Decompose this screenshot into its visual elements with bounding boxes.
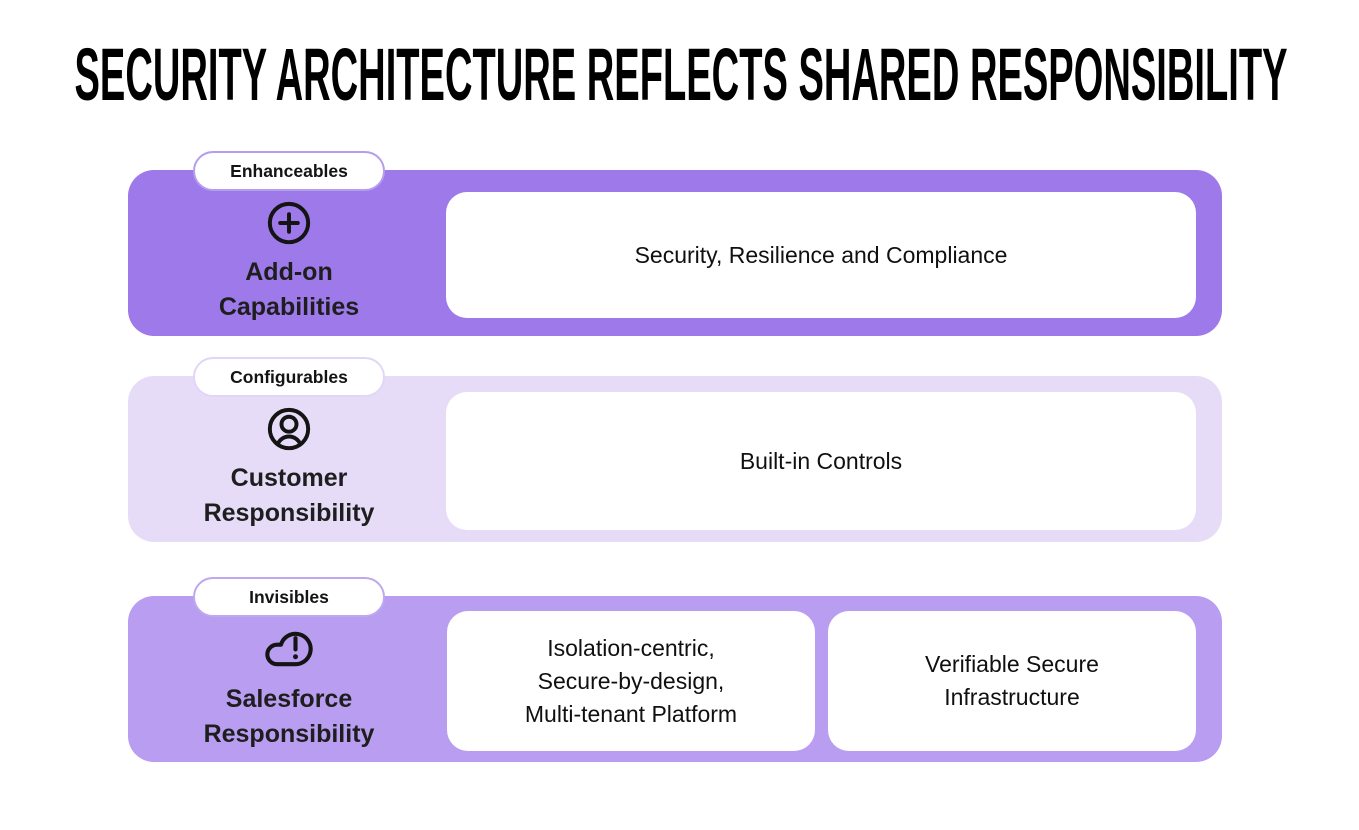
band-label-customer: Customer Responsibility — [203, 463, 375, 527]
plus-circle-icon — [267, 201, 311, 244]
user-circle-icon — [267, 407, 311, 450]
card-built-in-controls: Built-in Controls — [446, 392, 1196, 530]
cloud-alert-icon — [265, 631, 313, 666]
band-heading-salesforce: Salesforce Responsibility — [128, 596, 450, 762]
page-title: SECURITY ARCHITECTURE REFLECTS SHARED RE… — [75, 33, 1288, 116]
card-security-resilience-compliance: Security, Resilience and Compliance — [446, 192, 1196, 318]
tag-pill-configurables: Configurables — [193, 357, 385, 397]
band-heading-customer: Customer Responsibility — [128, 376, 450, 542]
card-text: Isolation-centric, Secure-by-design, Mul… — [524, 634, 738, 727]
tag-pill-invisibles: Invisibles — [193, 577, 385, 617]
card-text: Security, Resilience and Compliance — [634, 241, 1008, 268]
card-verifiable-secure-infrastructure: Verifiable Secure Infrastructure — [828, 611, 1196, 751]
tag-pill-label: Configurables — [230, 366, 348, 387]
tag-pill-label: Enhanceables — [230, 160, 348, 181]
band-heading-addon: Add-on Capabilities — [128, 170, 450, 336]
tag-pill-label: Invisibles — [249, 586, 329, 607]
band-customer-responsibility: Configurables Customer Responsibility Bu… — [128, 357, 1222, 542]
card-isolation-centric-platform: Isolation-centric, Secure-by-design, Mul… — [447, 611, 815, 751]
band-label-addon: Add-on Capabilities — [218, 257, 360, 321]
page-title-text: SECURITY ARCHITECTURE REFLECTS SHARED RE… — [75, 33, 1288, 116]
band-addon-capabilities: Enhanceables Add-on Capabilities Securit… — [128, 151, 1222, 336]
band-label-salesforce: Salesforce Responsibility — [203, 684, 375, 748]
card-text: Verifiable Secure Infrastructure — [925, 651, 1099, 710]
tag-pill-enhanceables: Enhanceables — [193, 151, 385, 191]
band-salesforce-responsibility: Invisibles Salesforce Responsibility Iso… — [128, 577, 1222, 762]
card-text: Built-in Controls — [739, 447, 903, 474]
